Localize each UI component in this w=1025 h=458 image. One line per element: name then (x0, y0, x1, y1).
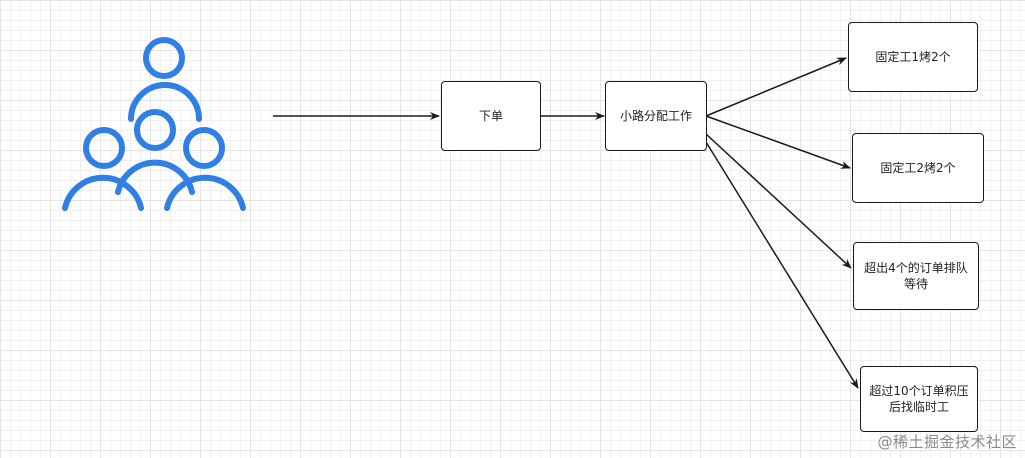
node-dispatch: 小路分配工作 (605, 81, 707, 151)
edge-dispatch-to-temp (705, 141, 859, 389)
edge-dispatch-to-worker1 (705, 57, 847, 117)
person-right-body (164, 174, 246, 211)
node-worker1-label: 固定工1烤2个 (875, 50, 951, 64)
edge-dispatch-to-queue (705, 133, 852, 269)
node-queue-label: 超出4个的订单排队等待 (864, 261, 968, 291)
person-left-body (62, 174, 144, 211)
node-worker2: 固定工2烤2个 (852, 133, 984, 203)
group-of-people-icon (62, 37, 246, 211)
node-worker1: 固定工1烤2个 (848, 22, 978, 92)
person-right-head (183, 127, 225, 169)
node-order: 下单 (441, 81, 541, 151)
person-back-head (143, 37, 185, 79)
edge-dispatch-to-worker2 (705, 115, 851, 169)
node-worker2-label: 固定工2烤2个 (880, 161, 956, 175)
node-order-label: 下单 (478, 109, 503, 123)
person-middle-head (134, 109, 176, 151)
node-temp-label: 超过10个订单积压后找临时工 (869, 384, 969, 414)
person-left-head (83, 127, 125, 169)
person-back-body (128, 82, 202, 122)
node-queue: 超出4个的订单排队等待 (853, 242, 979, 310)
watermark: @稀土掘金技术社区 (877, 433, 1017, 451)
node-temp: 超过10个订单积压后找临时工 (860, 366, 978, 432)
node-dispatch-label: 小路分配工作 (619, 109, 692, 123)
